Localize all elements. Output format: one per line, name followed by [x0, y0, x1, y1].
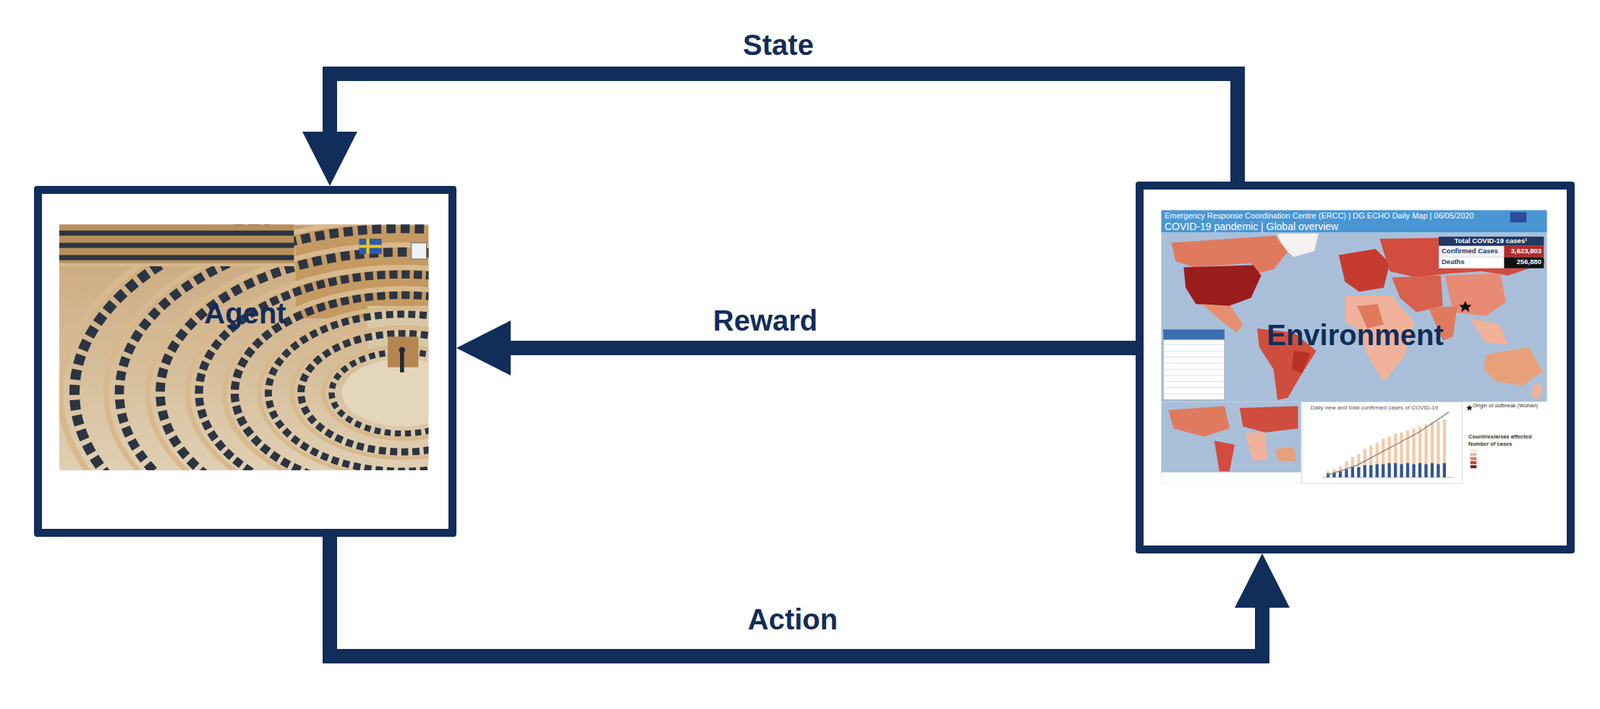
edge-label: State	[739, 28, 817, 61]
map-legend-heading: Countries/areas affected	[1468, 433, 1533, 441]
map-legend-note: Origin of outbreak (Wuhan)	[1472, 402, 1538, 410]
flow-arrow	[302, 73, 1238, 186]
edge-label: Reward	[710, 304, 821, 337]
totals-row-label: Confirmed Cases	[1441, 247, 1499, 256]
flow-arrow	[329, 536, 1290, 657]
arrow-line	[329, 536, 1263, 657]
node-title: Agent	[41, 297, 449, 330]
chart-title: Daily new and total confirmed cases of C…	[1310, 404, 1438, 411]
map-header: Emergency Response Coordination Centre (…	[1164, 211, 1475, 221]
arrow-head	[1234, 553, 1290, 608]
agent-box: Agent	[33, 185, 457, 537]
chamber-photo	[59, 224, 429, 471]
map-legend-heading: Number of cases	[1468, 441, 1512, 448]
edge-label: Action	[745, 603, 841, 636]
totals-value: 3,623,803	[1511, 247, 1542, 256]
totals-heading: Total COVID-19 cases¹	[1454, 237, 1528, 246]
totals-value: 256,880	[1516, 258, 1542, 267]
arrow-line	[329, 73, 1238, 182]
map-title: COVID-19 pandemic | Global overview	[1164, 220, 1339, 233]
node-title: Environment	[1143, 318, 1567, 351]
arrow-head	[456, 320, 511, 376]
arrow-line	[509, 340, 1136, 356]
totals-row-label: Deaths	[1441, 258, 1465, 267]
arrow-head	[302, 131, 358, 186]
